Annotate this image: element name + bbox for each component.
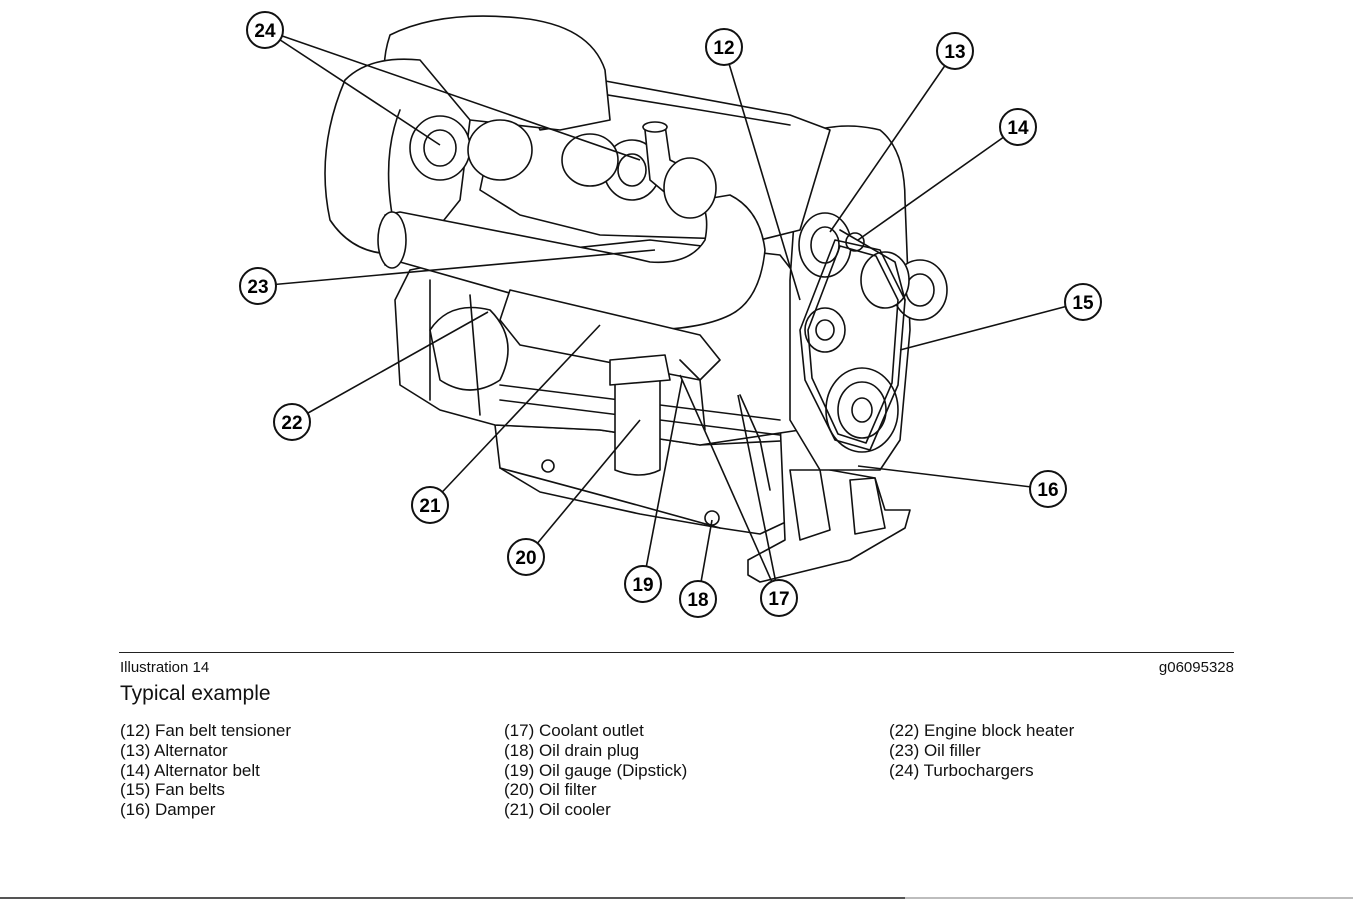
legend-item: (23) Oil filler (889, 740, 981, 760)
leader-22 (291, 311, 489, 423)
legend-item: (12) Fan belt tensioner (120, 721, 292, 740)
leader-14 (857, 126, 1019, 241)
callout-20: 20 (507, 538, 545, 576)
callout-21: 21 (411, 486, 449, 524)
illustration-caption: Typical example (120, 682, 271, 705)
callout-24-number: 24 (254, 21, 276, 42)
fan-belt (799, 239, 906, 451)
legend-item: (19) Oil gauge (Dipstick) (504, 760, 688, 780)
engine-diagram: 12 13 14 15 16 17 18 19 20 21 22 23 24 (239, 11, 1102, 618)
callout-23-number: 23 (247, 277, 268, 298)
alternator-belt (839, 229, 906, 301)
legend-item: (15) Fan belts (120, 780, 225, 800)
leader-15 (899, 301, 1084, 351)
callout-18-number: 18 (687, 590, 708, 611)
legend-column-2: (17) Coolant outlet (18) Oil drain plug … (504, 721, 687, 820)
turbocharger-left (409, 115, 471, 181)
callout-17: 17 (760, 579, 798, 617)
callout-23: 23 (239, 267, 277, 305)
callout-14-number: 14 (1007, 118, 1029, 139)
leader-24b (264, 29, 641, 161)
callout-17-number: 17 (768, 589, 789, 610)
leader-17a (737, 394, 780, 599)
callout-21-number: 21 (419, 496, 441, 517)
callout-12: 12 (705, 28, 743, 66)
callout-19: 19 (624, 565, 662, 603)
callout-22-number: 22 (281, 413, 302, 434)
leader-13 (829, 50, 956, 233)
legend-item: (17) Coolant outlet (504, 721, 644, 740)
legend-column-3: (22) Engine block heater (23) Oil filler… (889, 721, 1074, 780)
leader-21 (429, 324, 601, 506)
leader-20 (525, 419, 641, 558)
callout-15: 15 (1064, 283, 1102, 321)
leader-12 (723, 46, 801, 301)
legend-item: (16) Damper (120, 800, 216, 820)
legend-item: (18) Oil drain plug (504, 740, 640, 760)
callout-19-number: 19 (632, 575, 653, 596)
callout-13: 13 (936, 32, 974, 70)
leader-17b (679, 374, 780, 599)
legend-item: (14) Alternator belt (120, 760, 260, 780)
leader-16 (857, 465, 1049, 490)
illustration-id: g06095328 (1158, 659, 1234, 676)
callout-16-number: 16 (1037, 480, 1058, 501)
engine-drawing (324, 15, 948, 583)
page-bottom-border-light (905, 897, 1353, 899)
callout-20-number: 20 (515, 548, 536, 569)
leader-lines (257, 29, 1084, 600)
callout-18: 18 (679, 580, 717, 618)
leader-19 (642, 379, 683, 585)
legend-item: (22) Engine block heater (889, 721, 1075, 740)
legend-item: (13) Alternator (120, 740, 228, 760)
callout-13-number: 13 (944, 42, 965, 63)
legend-item: (21) Oil cooler (504, 800, 611, 820)
callout-22: 22 (273, 403, 311, 441)
legend-item: (24) Turbochargers (889, 760, 1034, 780)
callout-12-number: 12 (713, 38, 734, 59)
legend-column-1: (12) Fan belt tensioner (13) Alternator … (120, 721, 291, 820)
leader-24a (264, 29, 441, 146)
callout-24: 24 (246, 11, 284, 49)
callouts: 12 13 14 15 16 17 18 19 20 21 22 23 24 (239, 11, 1102, 618)
caption-divider (119, 652, 1234, 653)
callout-15-number: 15 (1072, 293, 1094, 314)
callout-14: 14 (999, 108, 1037, 146)
illustration-label: Illustration 14 (120, 659, 210, 676)
intake-pipe (384, 194, 766, 331)
page-bottom-border (0, 897, 1353, 899)
callout-16: 16 (1029, 470, 1067, 508)
leader-23 (257, 249, 656, 287)
legend-item: (20) Oil filter (504, 780, 597, 800)
